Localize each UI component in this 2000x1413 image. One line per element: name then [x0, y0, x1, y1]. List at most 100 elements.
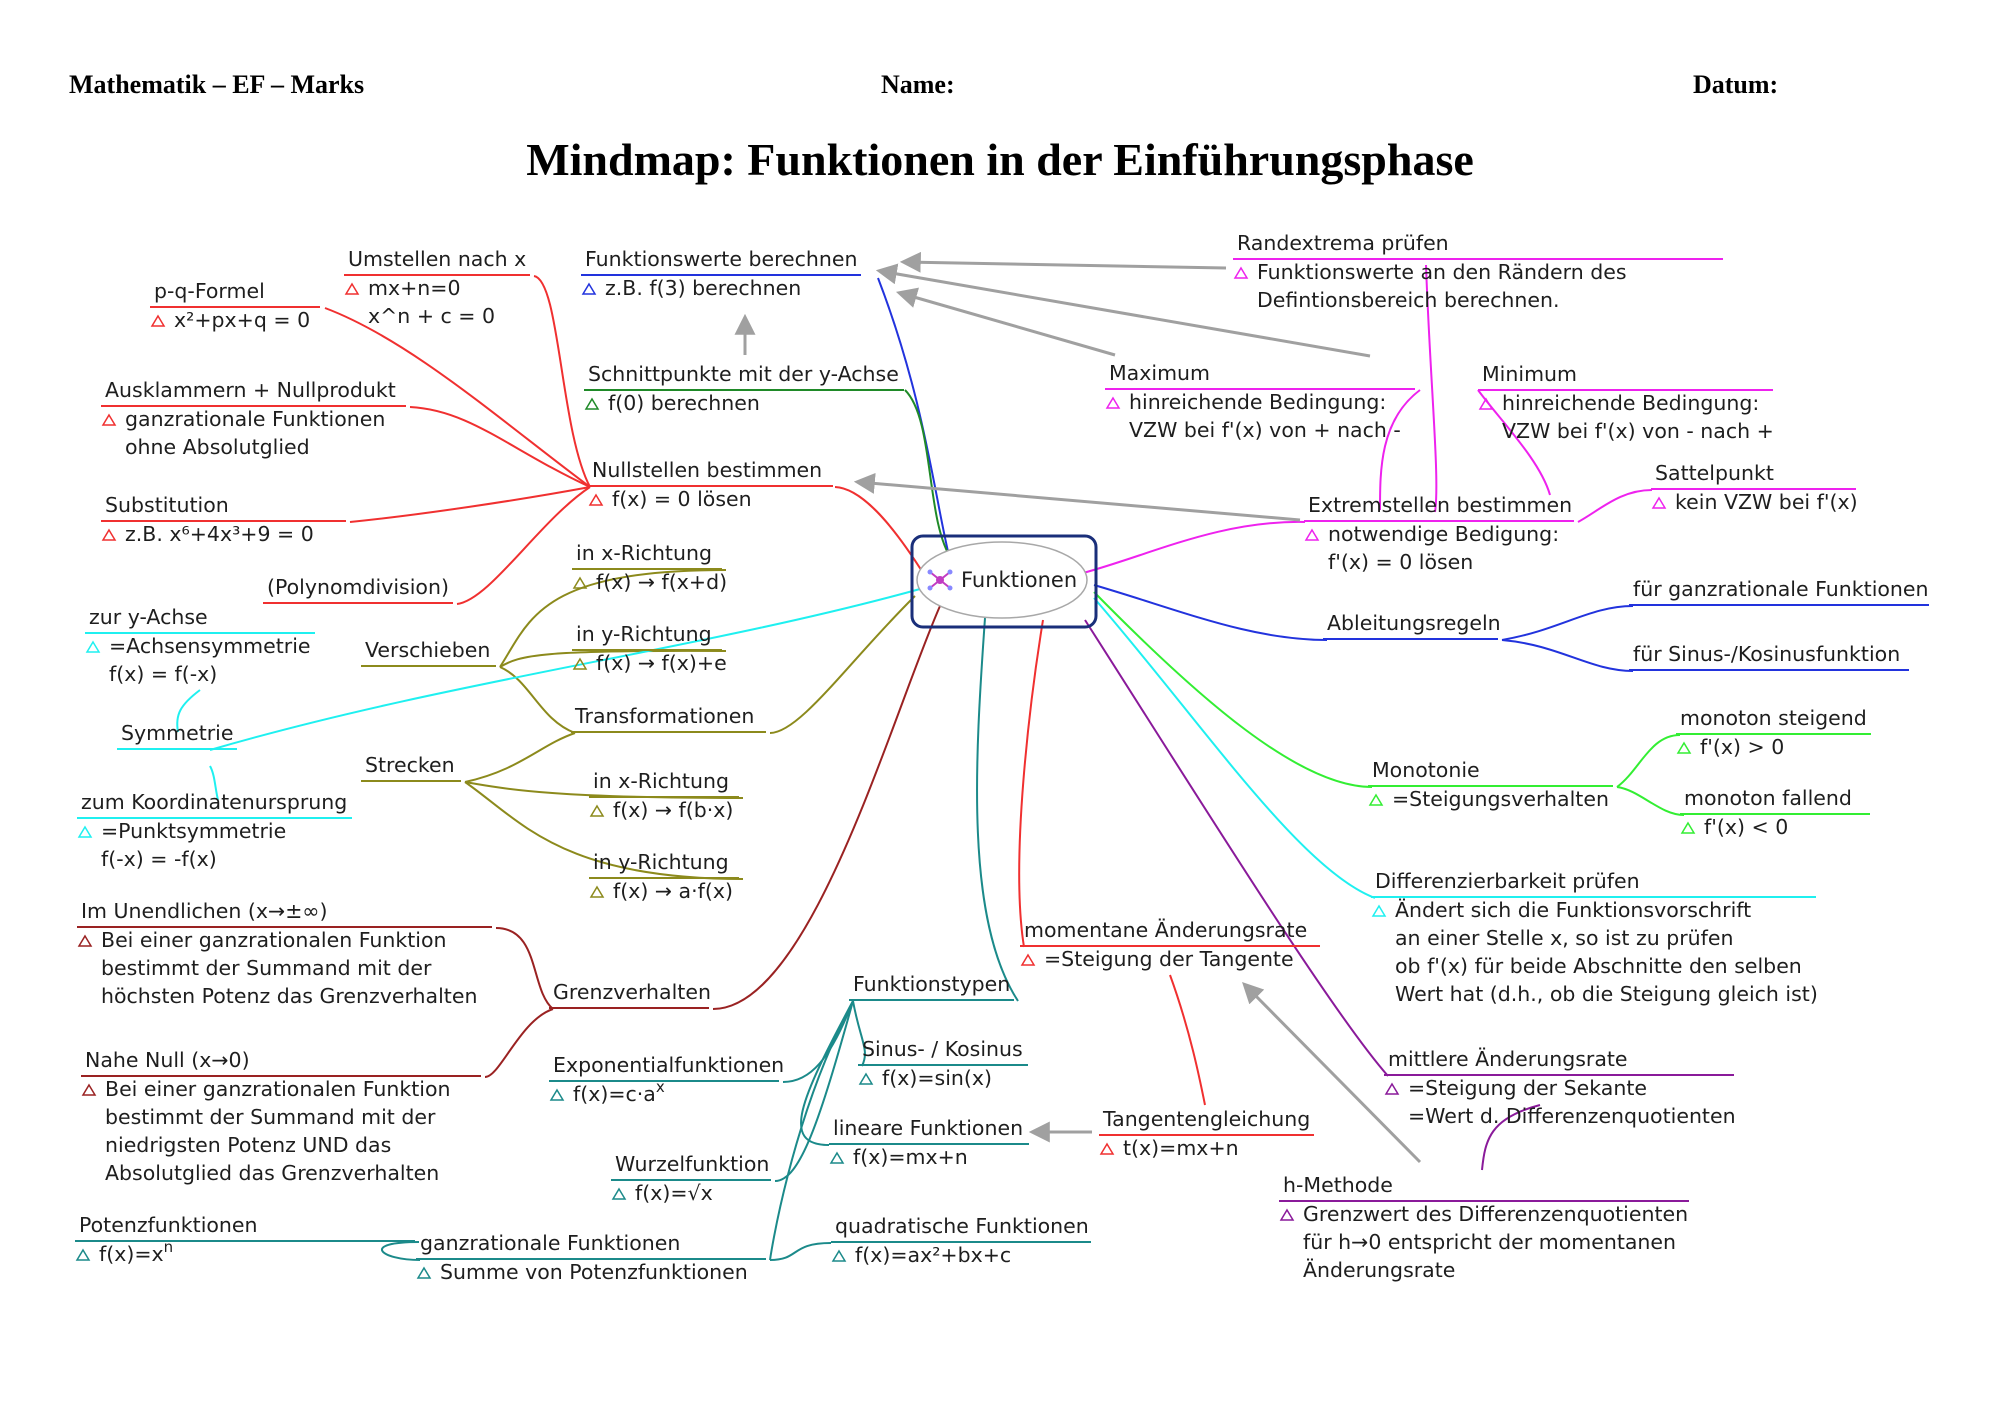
node-monotonie[interactable]: Monotonie=Steigungsverhalten — [1368, 758, 1609, 811]
connection-line — [324, 307, 591, 488]
node-ganzrational_abl[interactable]: für ganzrationale Funktionen — [1633, 577, 1929, 601]
node-grenzverhalten[interactable]: Grenzverhalten — [553, 980, 711, 1004]
node-title: zur y-Achse — [89, 605, 208, 629]
node-detail: ohne Absolutglied — [125, 435, 310, 459]
node-ursprung[interactable]: zum Koordinatenursprung=Punktsymmetrief(… — [77, 790, 347, 871]
node-title: Minimum — [1482, 362, 1577, 386]
node-detail: f'(x) < 0 — [1704, 815, 1788, 839]
node-title: quadratische Funktionen — [835, 1214, 1089, 1238]
connection-line — [769, 595, 916, 734]
node-verschieben[interactable]: Verschieben — [365, 638, 490, 662]
triangle-marker-icon — [829, 1151, 845, 1164]
node-unendlich[interactable]: Im Unendlichen (x→±∞)Bei einer ganzratio… — [77, 899, 477, 1008]
node-detail: f'(x) = 0 lösen — [1328, 550, 1473, 574]
node-ableitungsregeln[interactable]: Ableitungsregeln — [1327, 611, 1501, 635]
connection-line — [1169, 974, 1206, 1106]
connection-line — [499, 569, 727, 668]
connection-line — [1084, 619, 1389, 1077]
connection-line — [769, 1242, 832, 1261]
node-schnittpunkte[interactable]: Schnittpunkte mit der y-Achse f(0) berech… — [584, 362, 899, 415]
connection-line — [499, 666, 576, 734]
node-title: Potenzfunktionen — [79, 1213, 258, 1237]
node-strecken[interactable]: Strecken — [365, 753, 455, 777]
triangle-marker-icon — [1371, 904, 1387, 917]
node-transformationen[interactable]: Transformationen — [574, 704, 754, 728]
node-detail: f(0) berechnen — [608, 391, 760, 415]
triangle-marker-icon — [416, 1266, 432, 1279]
node-momentane[interactable]: momentane Änderungsrate=Steigung der Tan… — [1020, 917, 1307, 971]
connection-line — [409, 406, 591, 488]
node-detail: Grenzwert des Differenzenquotienten — [1303, 1202, 1688, 1226]
connection-line — [349, 486, 591, 523]
reference-arrow — [1242, 982, 1422, 1164]
node-detail: f(x) → f(b·x) — [613, 798, 733, 822]
node-title: Ableitungsregeln — [1327, 611, 1501, 635]
node-umstellen[interactable]: Umstellen nach xmx+n=0x^n + c = 0 — [344, 247, 526, 328]
header-date-label: Datum: — [1693, 70, 1779, 99]
node-detail: f'(x) > 0 — [1700, 735, 1784, 759]
connection-line — [1082, 520, 1306, 574]
node-title: Schnittpunkte mit der y-Achse — [588, 362, 899, 386]
node-nahenull[interactable]: Nahe Null (x→0)Bei einer ganzrationalen … — [81, 1048, 451, 1185]
node-sinus_abl[interactable]: für Sinus-/Kosinusfunktion — [1633, 642, 1900, 666]
node-title: Extremstellen bestimmen — [1308, 493, 1572, 517]
triangle-marker-icon — [589, 885, 605, 898]
node-title: für Sinus-/Kosinusfunktion — [1633, 642, 1900, 666]
node-sinus[interactable]: Sinus- / Kosinusf(x)=sin(x) — [858, 1037, 1023, 1090]
node-mittlere[interactable]: mittlere Änderungsrate=Steigung der Seka… — [1384, 1046, 1736, 1128]
mindmap-icon — [927, 569, 953, 591]
node-detail: kein VZW bei f'(x) — [1675, 490, 1858, 514]
reference-arrow — [875, 263, 1371, 358]
triangle-marker-icon — [85, 640, 101, 653]
connection-line — [495, 927, 554, 1010]
node-detail: ganzrationale Funktionen — [125, 407, 385, 431]
node-polynomdivision[interactable]: (Polynomdivision) — [267, 575, 449, 599]
connection-line — [1616, 734, 1681, 788]
node-title: Sinus- / Kosinus — [862, 1037, 1023, 1061]
node-detail: Summe von Potenzfunktionen — [440, 1260, 748, 1284]
node-symmetrie[interactable]: Symmetrie — [121, 721, 233, 745]
node-detail: hinreichende Bedingung: — [1129, 390, 1386, 414]
node-title: Substitution — [105, 493, 229, 517]
triangle-marker-icon — [589, 804, 605, 817]
node-title: für ganzrationale Funktionen — [1633, 577, 1929, 601]
central-topic[interactable]: Funktionen — [910, 534, 1098, 629]
node-funktionstypen[interactable]: Funktionstypen — [853, 972, 1010, 996]
node-title: (Polynomdivision) — [267, 575, 449, 599]
node-detail: für h→0 entspricht der momentanen — [1303, 1230, 1676, 1254]
connection-line — [1018, 619, 1044, 948]
connection-line — [769, 1000, 854, 1261]
connection-line — [1501, 605, 1634, 641]
connection-line — [381, 1241, 421, 1261]
triangle-marker-icon — [1304, 528, 1320, 541]
triangle-marker-icon — [584, 397, 600, 410]
node-title: Maximum — [1109, 361, 1210, 385]
node-detail: f(x) → f(x+d) — [596, 570, 727, 594]
